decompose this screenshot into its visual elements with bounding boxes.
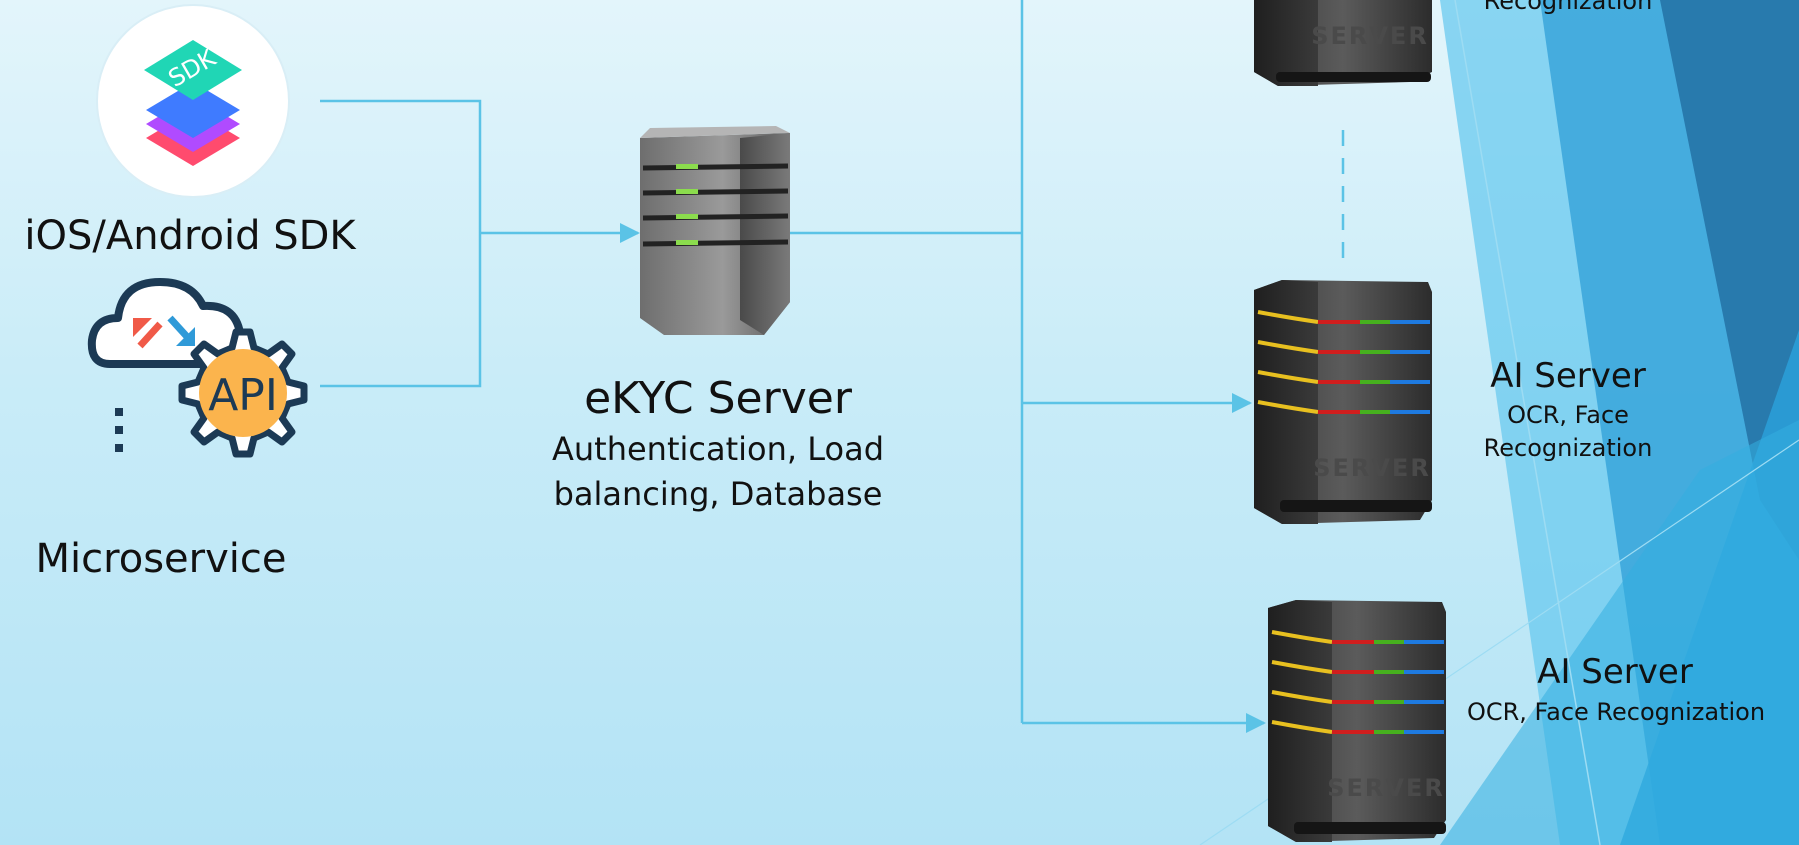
sdk-label: iOS/Android SDK xyxy=(24,213,356,259)
ekyc-server-icon xyxy=(640,126,790,335)
ai-server-3-subtitle-line1: OCR, Face Recognization xyxy=(1466,698,1766,726)
ai-server-1-icon: SERVER xyxy=(1254,0,1432,86)
connector-lines xyxy=(320,0,1345,733)
ai-server-2-icon: SERVER xyxy=(1254,280,1432,524)
microservice-label: Microservice xyxy=(35,536,287,582)
ekyc-server-title: eKYC Server xyxy=(584,373,852,424)
connector-sdk xyxy=(320,99,482,233)
ellipsis-dots xyxy=(115,408,123,452)
ai-server-2-subtitle-line1: OCR, Face xyxy=(1507,401,1629,429)
ai-server-2-case-text: SERVER xyxy=(1313,454,1431,482)
ai-server-2-title: AI Server xyxy=(1490,356,1646,396)
ai-server-3-icon: SERVER xyxy=(1268,600,1446,842)
decorative-background-shapes xyxy=(1199,0,1799,845)
ai-server-1-case-text: SERVER xyxy=(1311,22,1429,50)
ai-server-2-subtitle-line2: Recognization xyxy=(1483,434,1653,462)
ai-server-1-subtitle-line2: Recognization xyxy=(1483,0,1653,15)
sdk-icon: SDK xyxy=(96,4,290,198)
ekyc-server-subtitle-line1: Authentication, Load xyxy=(551,430,884,468)
api-icon-text: API xyxy=(208,370,278,421)
api-cloud-icon: API xyxy=(87,278,308,458)
ekyc-server-subtitle-line2: balancing, Database xyxy=(553,475,883,513)
ai-server-3-title: AI Server xyxy=(1537,652,1693,692)
gear-icon: API xyxy=(178,328,308,458)
ai-server-3-case-text: SERVER xyxy=(1327,774,1445,802)
connector-microservice xyxy=(320,233,482,388)
